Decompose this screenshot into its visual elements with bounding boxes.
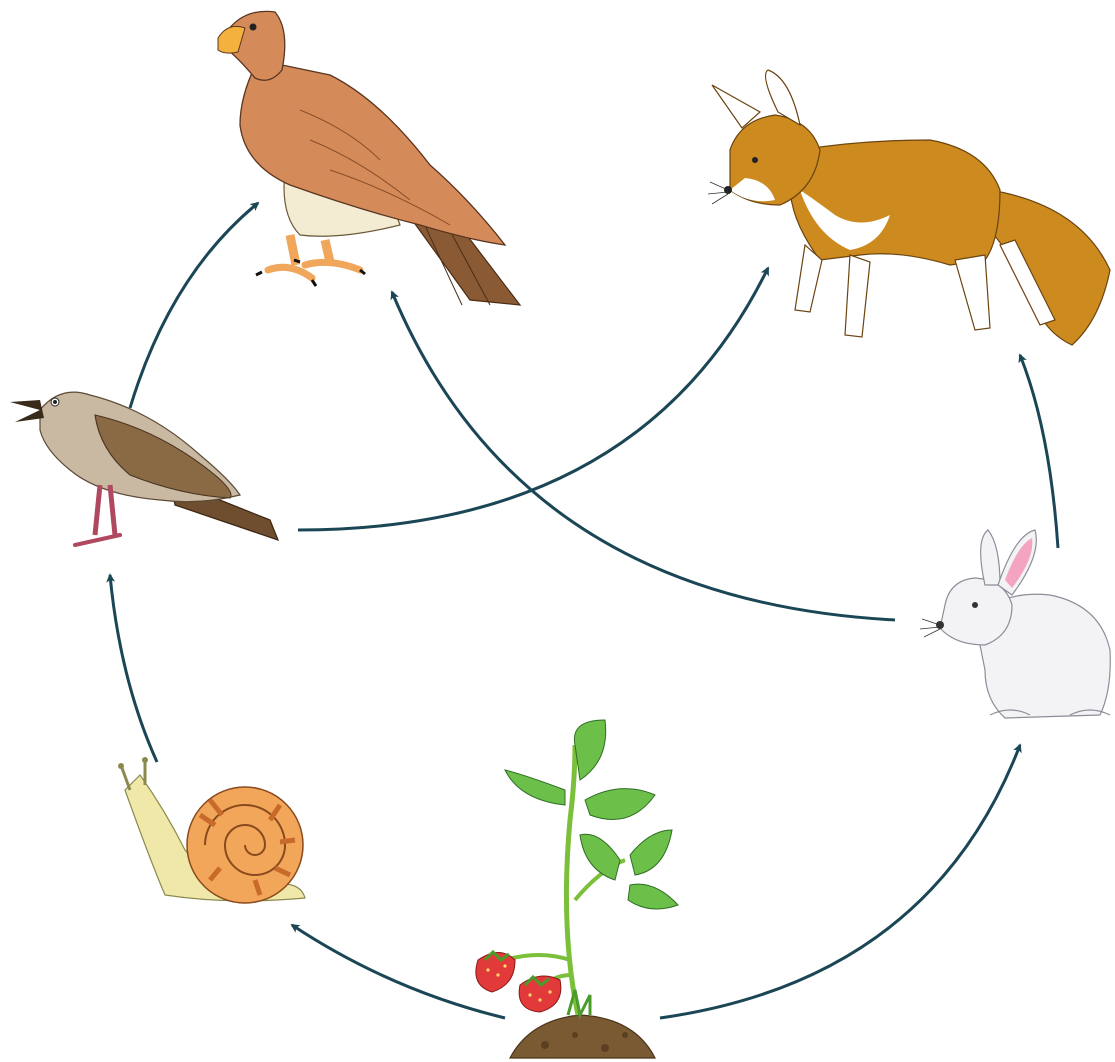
hawk-icon [218,11,520,305]
arrow-plant-to-rabbit [660,745,1020,1018]
arrow-bird-to-hawk [130,203,258,408]
arrow-rabbit-to-hawk [392,292,895,620]
arrow-snail-to-bird [110,575,157,762]
snail-icon [118,757,305,903]
arrow-plant-to-snail [292,925,505,1018]
songbird-icon [10,392,278,545]
fox-icon [708,70,1110,345]
strawberry-plant-icon [476,720,678,1058]
arrow-rabbit-to-fox [1020,355,1058,548]
rabbit-icon [920,530,1110,718]
